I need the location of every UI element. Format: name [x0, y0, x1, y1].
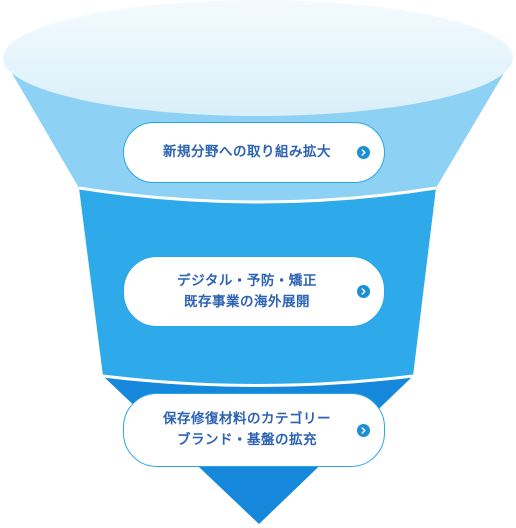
- funnel-item-label: 新規分野への取り組み拡大: [163, 144, 331, 160]
- funnel-separator: [78, 186, 437, 204]
- chevron-right-icon[interactable]: [357, 146, 370, 159]
- funnel-item-digital-expansion[interactable]: デジタル・予防・矯正 既存事業の海外展開: [123, 256, 385, 327]
- funnel-rim: [3, 0, 513, 116]
- funnel-item-new-fields[interactable]: 新規分野への取り組み拡大: [123, 122, 385, 183]
- chevron-right-icon[interactable]: [357, 285, 370, 298]
- funnel-item-restorative-materials[interactable]: 保存修復材料のカテゴリー ブランド・基盤の拡充: [123, 393, 385, 467]
- chevron-right-icon[interactable]: [357, 423, 370, 437]
- funnel-item-label: デジタル・予防・矯正 既存事業の海外展開: [177, 272, 317, 310]
- funnel-item-label: 保存修復材料のカテゴリー ブランド・基盤の拡充: [163, 411, 331, 448]
- funnel-separator: [102, 374, 414, 387]
